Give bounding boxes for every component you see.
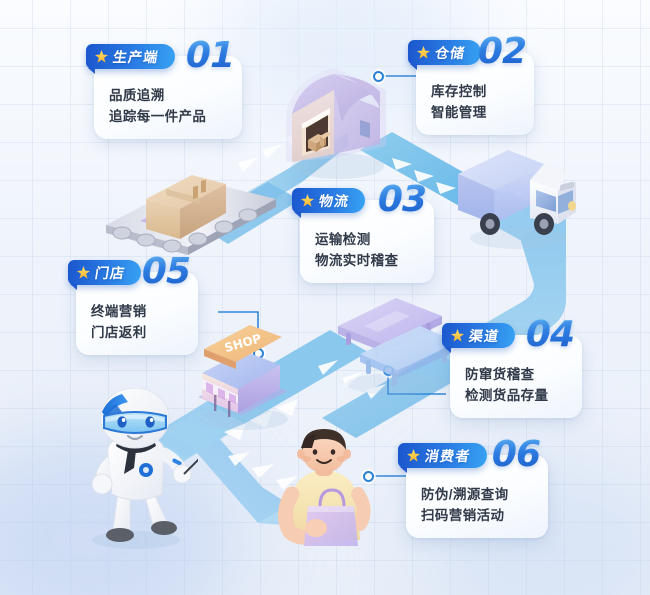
star-icon bbox=[77, 266, 90, 279]
node-number: 04 bbox=[525, 314, 575, 355]
node-label: 门店 bbox=[93, 264, 127, 281]
card-line-2: 门店返利 bbox=[91, 324, 147, 340]
card-line-2: 扫码营销活动 bbox=[421, 507, 505, 523]
node-number: 01 bbox=[185, 35, 235, 76]
connector-dot-warehouse bbox=[373, 71, 384, 82]
card-lines: 防窜货稽查 检测货品存量 bbox=[465, 365, 566, 407]
info-card-production[interactable]: 生产端 01 品质追溯 追踪每一件产品 bbox=[86, 35, 242, 139]
card-line-1: 防窜货稽查 bbox=[465, 367, 535, 382]
node-number: 02 bbox=[477, 31, 527, 72]
shopper-with-shopping-bag bbox=[278, 429, 371, 546]
card-lines: 库存控制 智能管理 bbox=[431, 82, 518, 124]
badge-warehouse: 仓储 bbox=[408, 40, 482, 70]
card-lines: 终端营销 门店返利 bbox=[91, 302, 182, 344]
badge-channel: 渠道 bbox=[442, 323, 516, 353]
card-line-1: 库存控制 bbox=[431, 84, 487, 99]
card-line-1: 运输检测 bbox=[315, 232, 371, 247]
badge-production: 生产端 bbox=[86, 44, 175, 74]
card-line-1: 终端营销 bbox=[91, 304, 147, 319]
info-card-store[interactable]: 门店 05 终端营销 门店返利 bbox=[68, 251, 198, 355]
badge-store: 门店 bbox=[68, 260, 142, 290]
retail-storefront: SHOP bbox=[198, 325, 288, 430]
info-card-consumer[interactable]: 消费者 06 防伪/溯源查询 扫码营销活动 bbox=[398, 434, 548, 538]
card-line-2: 追踪每一件产品 bbox=[109, 108, 207, 124]
card-line-2: 智能管理 bbox=[431, 104, 487, 120]
node-label: 生产端 bbox=[111, 48, 160, 65]
node-label: 物流 bbox=[317, 192, 351, 209]
crossing-distribution-platforms bbox=[338, 298, 458, 395]
node-label: 仓储 bbox=[433, 44, 467, 61]
star-icon bbox=[407, 449, 420, 462]
card-line-2: 物流实时稽查 bbox=[315, 252, 399, 268]
node-number: 03 bbox=[377, 179, 427, 220]
card-line-2: 检测货品存量 bbox=[465, 387, 549, 403]
delivery-truck bbox=[458, 150, 576, 249]
info-card-warehouse[interactable]: 仓储 02 库存控制 智能管理 bbox=[408, 31, 534, 135]
info-card-channel[interactable]: 渠道 04 防窜货稽查 检测货品存量 bbox=[442, 314, 582, 418]
node-label: 渠道 bbox=[467, 327, 501, 344]
card-lines: 运输检测 物流实时稽查 bbox=[315, 230, 418, 272]
node-number: 06 bbox=[491, 434, 541, 475]
card-line-1: 防伪/溯源查询 bbox=[421, 487, 509, 502]
card-line-1: 品质追溯 bbox=[109, 88, 165, 103]
badge-consumer: 消费者 bbox=[398, 443, 487, 473]
info-card-logistics[interactable]: 物流 03 运输检测 物流实时稽查 bbox=[292, 179, 434, 283]
star-icon bbox=[417, 46, 430, 59]
connector-dot-consumer bbox=[363, 471, 374, 482]
card-lines: 防伪/溯源查询 扫码营销活动 bbox=[421, 485, 532, 527]
star-icon bbox=[451, 329, 464, 342]
star-icon bbox=[95, 50, 108, 63]
card-lines: 品质追溯 追踪每一件产品 bbox=[109, 86, 226, 128]
robot-assistant-mascot bbox=[91, 388, 198, 549]
node-number: 05 bbox=[141, 251, 191, 292]
star-icon bbox=[301, 194, 314, 207]
badge-logistics: 物流 bbox=[292, 188, 366, 218]
conveyor-belt-with-parcel bbox=[106, 175, 276, 255]
warehouse-building bbox=[286, 68, 386, 179]
node-label: 消费者 bbox=[423, 447, 472, 464]
